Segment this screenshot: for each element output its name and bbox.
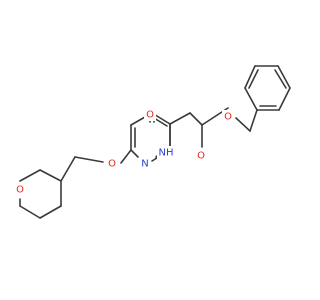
linker-bond-1 xyxy=(60,156,76,182)
bond-layer xyxy=(19,65,291,219)
pyr-double-2 xyxy=(153,117,168,127)
atom-label-ester-oxygen: O xyxy=(224,112,232,123)
atom-label-ether-oxygen: O xyxy=(108,159,116,170)
bz-bond-5 xyxy=(278,87,291,111)
amide-bond-3 xyxy=(189,112,203,126)
atom-label-ring-oxygen: O xyxy=(16,185,24,196)
thp-bond-4 xyxy=(39,205,62,219)
thp-bond-2 xyxy=(39,169,62,182)
linker-bond-2 xyxy=(74,156,104,163)
pyr-bond-6 xyxy=(130,149,139,158)
amide-bond-2 xyxy=(169,112,191,125)
atom-label-amide-nh: NH xyxy=(159,148,174,159)
structure-diagram: O O N O NH O O xyxy=(14,65,291,219)
bz-double-1 xyxy=(248,69,259,89)
thp-bond-1 xyxy=(19,169,41,182)
ether-bond xyxy=(120,149,132,164)
molecule-canvas: O O N O NH O O xyxy=(14,65,291,219)
bz-bond-2 xyxy=(244,65,256,89)
atom-label-layer: O O N O NH O O xyxy=(14,108,234,196)
atom-label-amide-oxygen: O xyxy=(146,110,154,121)
atom-label-ester-carbonyl-oxygen: O xyxy=(197,151,205,162)
bz-double-2 xyxy=(274,69,287,89)
atom-label-pyridine-nitrogen: N xyxy=(141,159,148,170)
benzyl-bond xyxy=(249,109,258,132)
bz-bond-1 xyxy=(244,87,258,111)
ester-bond-2 xyxy=(235,117,251,132)
thp-bond-5 xyxy=(19,205,41,219)
bz-bond-4 xyxy=(277,65,291,89)
